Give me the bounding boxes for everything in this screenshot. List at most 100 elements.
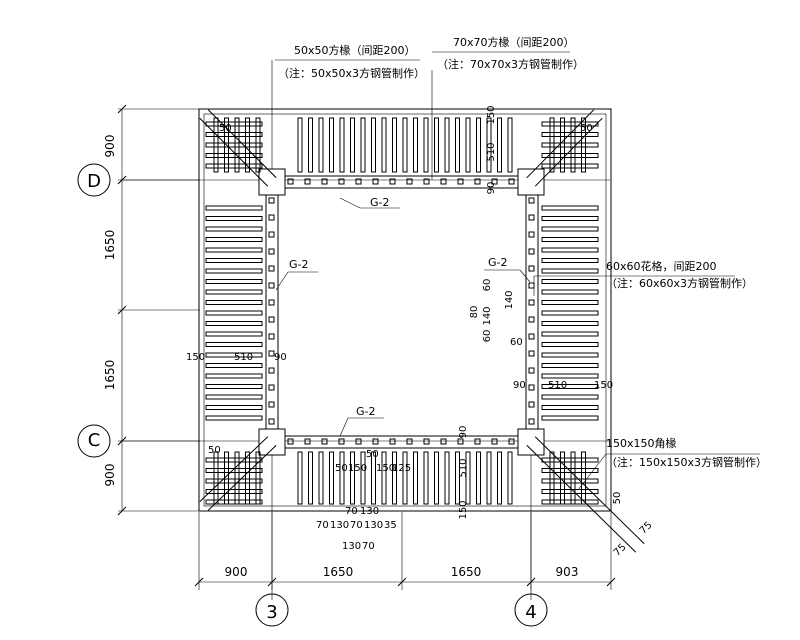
lattice-right (528, 248, 535, 255)
rafter-left (205, 489, 263, 494)
beam-label-top: G-2 (370, 196, 390, 209)
rafter-bottom (444, 451, 450, 505)
lattice-top (355, 178, 362, 185)
rafter-top (413, 117, 418, 173)
lattice-right (528, 418, 535, 425)
rafter-top (476, 117, 481, 173)
dim-cluster-50a: 50 (335, 463, 348, 474)
rafter-right (541, 310, 599, 316)
dim-top-150: 150 (486, 105, 497, 124)
dim-left-1: 900 (103, 135, 117, 158)
lattice-top (338, 178, 345, 185)
lattice-right (528, 333, 535, 340)
lattice-top (474, 178, 481, 185)
lattice-top (491, 178, 498, 185)
rafter-right (541, 468, 599, 473)
corner-post-2 (258, 428, 286, 456)
grid-bubble-0 (77, 163, 111, 197)
dim-cluster-c2: 70 (362, 541, 375, 552)
rafter-left (205, 415, 263, 421)
rafter-top (444, 117, 450, 173)
dim-top-510: 510 (486, 142, 497, 161)
rafter-50-note: （注：50x50x3方钢管制作） (278, 66, 425, 80)
lattice-top (457, 178, 464, 185)
rafter-left (205, 226, 263, 232)
lattice-bottom (304, 438, 311, 445)
rafter-left (205, 331, 263, 337)
lattice-left (268, 401, 275, 408)
dim-hip-75a: 75 (638, 520, 655, 537)
rafter-left (205, 268, 263, 274)
rafter-left (205, 121, 263, 127)
rafter-top (549, 117, 555, 173)
rafter-right (541, 352, 599, 358)
dim-top-50: 50 (219, 123, 232, 134)
lattice-left (268, 231, 275, 238)
rafter-left (205, 258, 263, 263)
rafter-bottom (560, 451, 565, 505)
rafter-bottom (381, 451, 387, 505)
rafter-right (541, 499, 599, 505)
lattice-right (528, 367, 535, 374)
rafter-left (205, 310, 263, 316)
dim-cluster-150: 150 (348, 463, 367, 474)
dim-tick-bottom-1 (267, 577, 277, 587)
dim-mid-60b: 60 (482, 330, 493, 343)
lattice-60-note: （注：60x60x3方钢管制作） (606, 276, 753, 290)
lattice-bottom (321, 438, 328, 445)
roof-inner-outline (203, 113, 607, 507)
rafter-top (360, 117, 366, 173)
rafter-left (205, 478, 263, 484)
rafter-left (205, 142, 263, 148)
dim-br-510: 510 (458, 458, 469, 477)
hip-rafter-tl-a (199, 117, 269, 187)
dim-cluster-c1: 130 (342, 541, 361, 552)
lattice-top (287, 178, 294, 185)
rafter-left (205, 289, 263, 295)
dim-bl-50: 50 (208, 445, 221, 456)
rafter-right (541, 153, 599, 158)
lattice-left (268, 333, 275, 340)
rafter-right (541, 226, 599, 232)
g2-right-leader (519, 269, 531, 283)
grid-bubble-1 (77, 424, 111, 458)
dim-tick-left-1 (117, 175, 127, 185)
dim-top-90: 90 (486, 182, 497, 195)
rafter-right (541, 342, 599, 347)
rafter-bottom (434, 451, 439, 505)
dim-cluster-b3: 70 (350, 520, 363, 531)
lattice-bottom (355, 438, 362, 445)
rafter-left (205, 394, 263, 400)
hip-rafter-tr-b (534, 117, 603, 187)
rafter-right (541, 258, 599, 263)
rafter-right (541, 489, 599, 494)
lattice-right (528, 350, 535, 357)
dim-right-150: 150 (594, 380, 613, 391)
rafter-right (541, 331, 599, 337)
rafter-top (339, 117, 345, 173)
rafter-right (541, 373, 599, 379)
rafter-top (570, 117, 576, 173)
dim-br-150: 150 (458, 500, 469, 519)
rafter-70-note: （注：70x70x3方钢管制作） (437, 57, 584, 71)
dim-cluster-125: 125 (392, 463, 411, 474)
lattice-left (268, 265, 275, 272)
rafter-left (205, 457, 263, 463)
rafter-bottom (486, 451, 492, 505)
dim-cluster-b2: 130 (330, 520, 349, 531)
lattice-bottom (457, 438, 464, 445)
lattice-right (528, 231, 535, 238)
rafter-right (541, 163, 599, 169)
rafter-top (402, 117, 408, 173)
dim-hip-50: 50 (612, 492, 623, 505)
rafter-bottom (413, 451, 418, 505)
rafter-right (541, 279, 599, 284)
lattice-right (528, 265, 535, 272)
rafter-right (541, 405, 599, 410)
rafter-top (234, 117, 240, 173)
lattice-bottom (406, 438, 413, 445)
g2-top-leader (339, 197, 361, 209)
dim-bottom-4: 903 (556, 565, 579, 579)
dim-mid-60a: 60 (482, 279, 493, 292)
grid-axis-c: C (88, 430, 101, 451)
